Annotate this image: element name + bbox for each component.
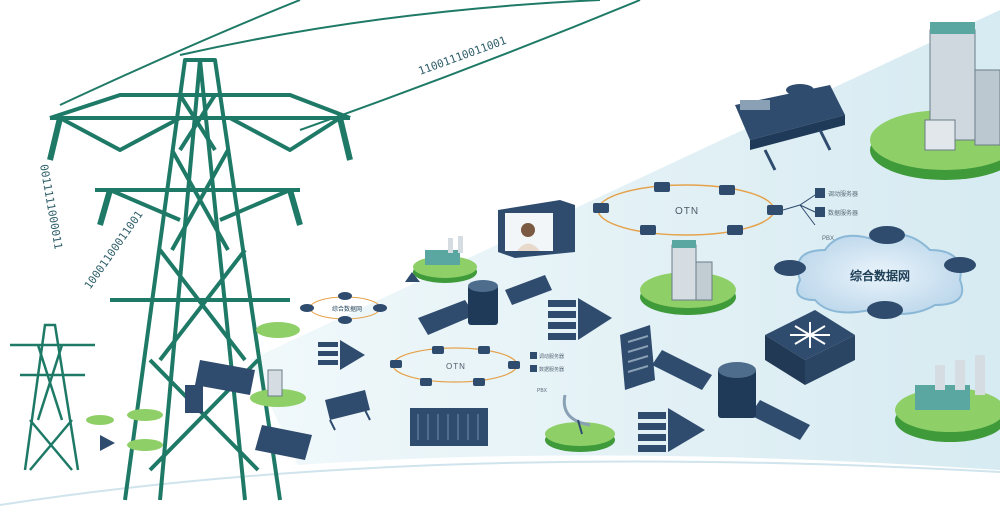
city-platform-top	[870, 22, 1000, 180]
power-plant-small	[405, 236, 477, 283]
small-ring-label: 综合数据网	[332, 305, 362, 313]
signal-device-1	[548, 298, 612, 340]
ground-curve	[0, 455, 1000, 530]
network-switch	[765, 310, 855, 385]
annotation-data-server-mid: 数据服务器	[539, 366, 564, 373]
otn-label-large: OTN	[675, 206, 699, 217]
annotation-data-server: 数据服务器	[828, 209, 858, 217]
server-cabinet	[410, 408, 488, 446]
power-lines	[59, 0, 641, 131]
annotation-dispatch-server: 调动服务器	[828, 190, 858, 198]
otn-label-mid: OTN	[446, 362, 466, 371]
binary-stream-left: 0011111000011	[37, 163, 65, 250]
transmission-tower-large	[47, 58, 353, 501]
data-ring-small: 综合数据网	[300, 292, 387, 324]
otn-ring-large: OTN 调动服务器 数据服务器 PBX	[593, 182, 858, 242]
integrated-data-network-cloud: 综合数据网	[774, 226, 976, 319]
otn-ring-mid: OTN 调动服务器 数据服务器 PBX	[390, 346, 564, 394]
left-device-cluster	[86, 322, 371, 460]
satellite-dish-platform	[545, 394, 615, 452]
signal-device-3	[318, 340, 365, 370]
annotation-dispatch-server-mid: 调动服务器	[539, 353, 564, 360]
city-platform-mid	[640, 240, 736, 315]
satellite-center	[418, 275, 552, 335]
transmission-tower-small	[10, 323, 95, 471]
binary-stream-mid: 10001100011001	[82, 208, 146, 291]
signal-device-2	[638, 408, 705, 452]
network-device-top	[735, 84, 845, 171]
annotation-pbx-mid: PBX	[537, 388, 548, 394]
power-plant-platform	[895, 355, 1000, 442]
satellite-right	[652, 350, 810, 440]
cloud-label: 综合数据网	[850, 268, 910, 283]
server-rack-tall	[620, 325, 655, 390]
video-monitor	[498, 200, 575, 258]
annotation-pbx: PBX	[822, 236, 834, 242]
